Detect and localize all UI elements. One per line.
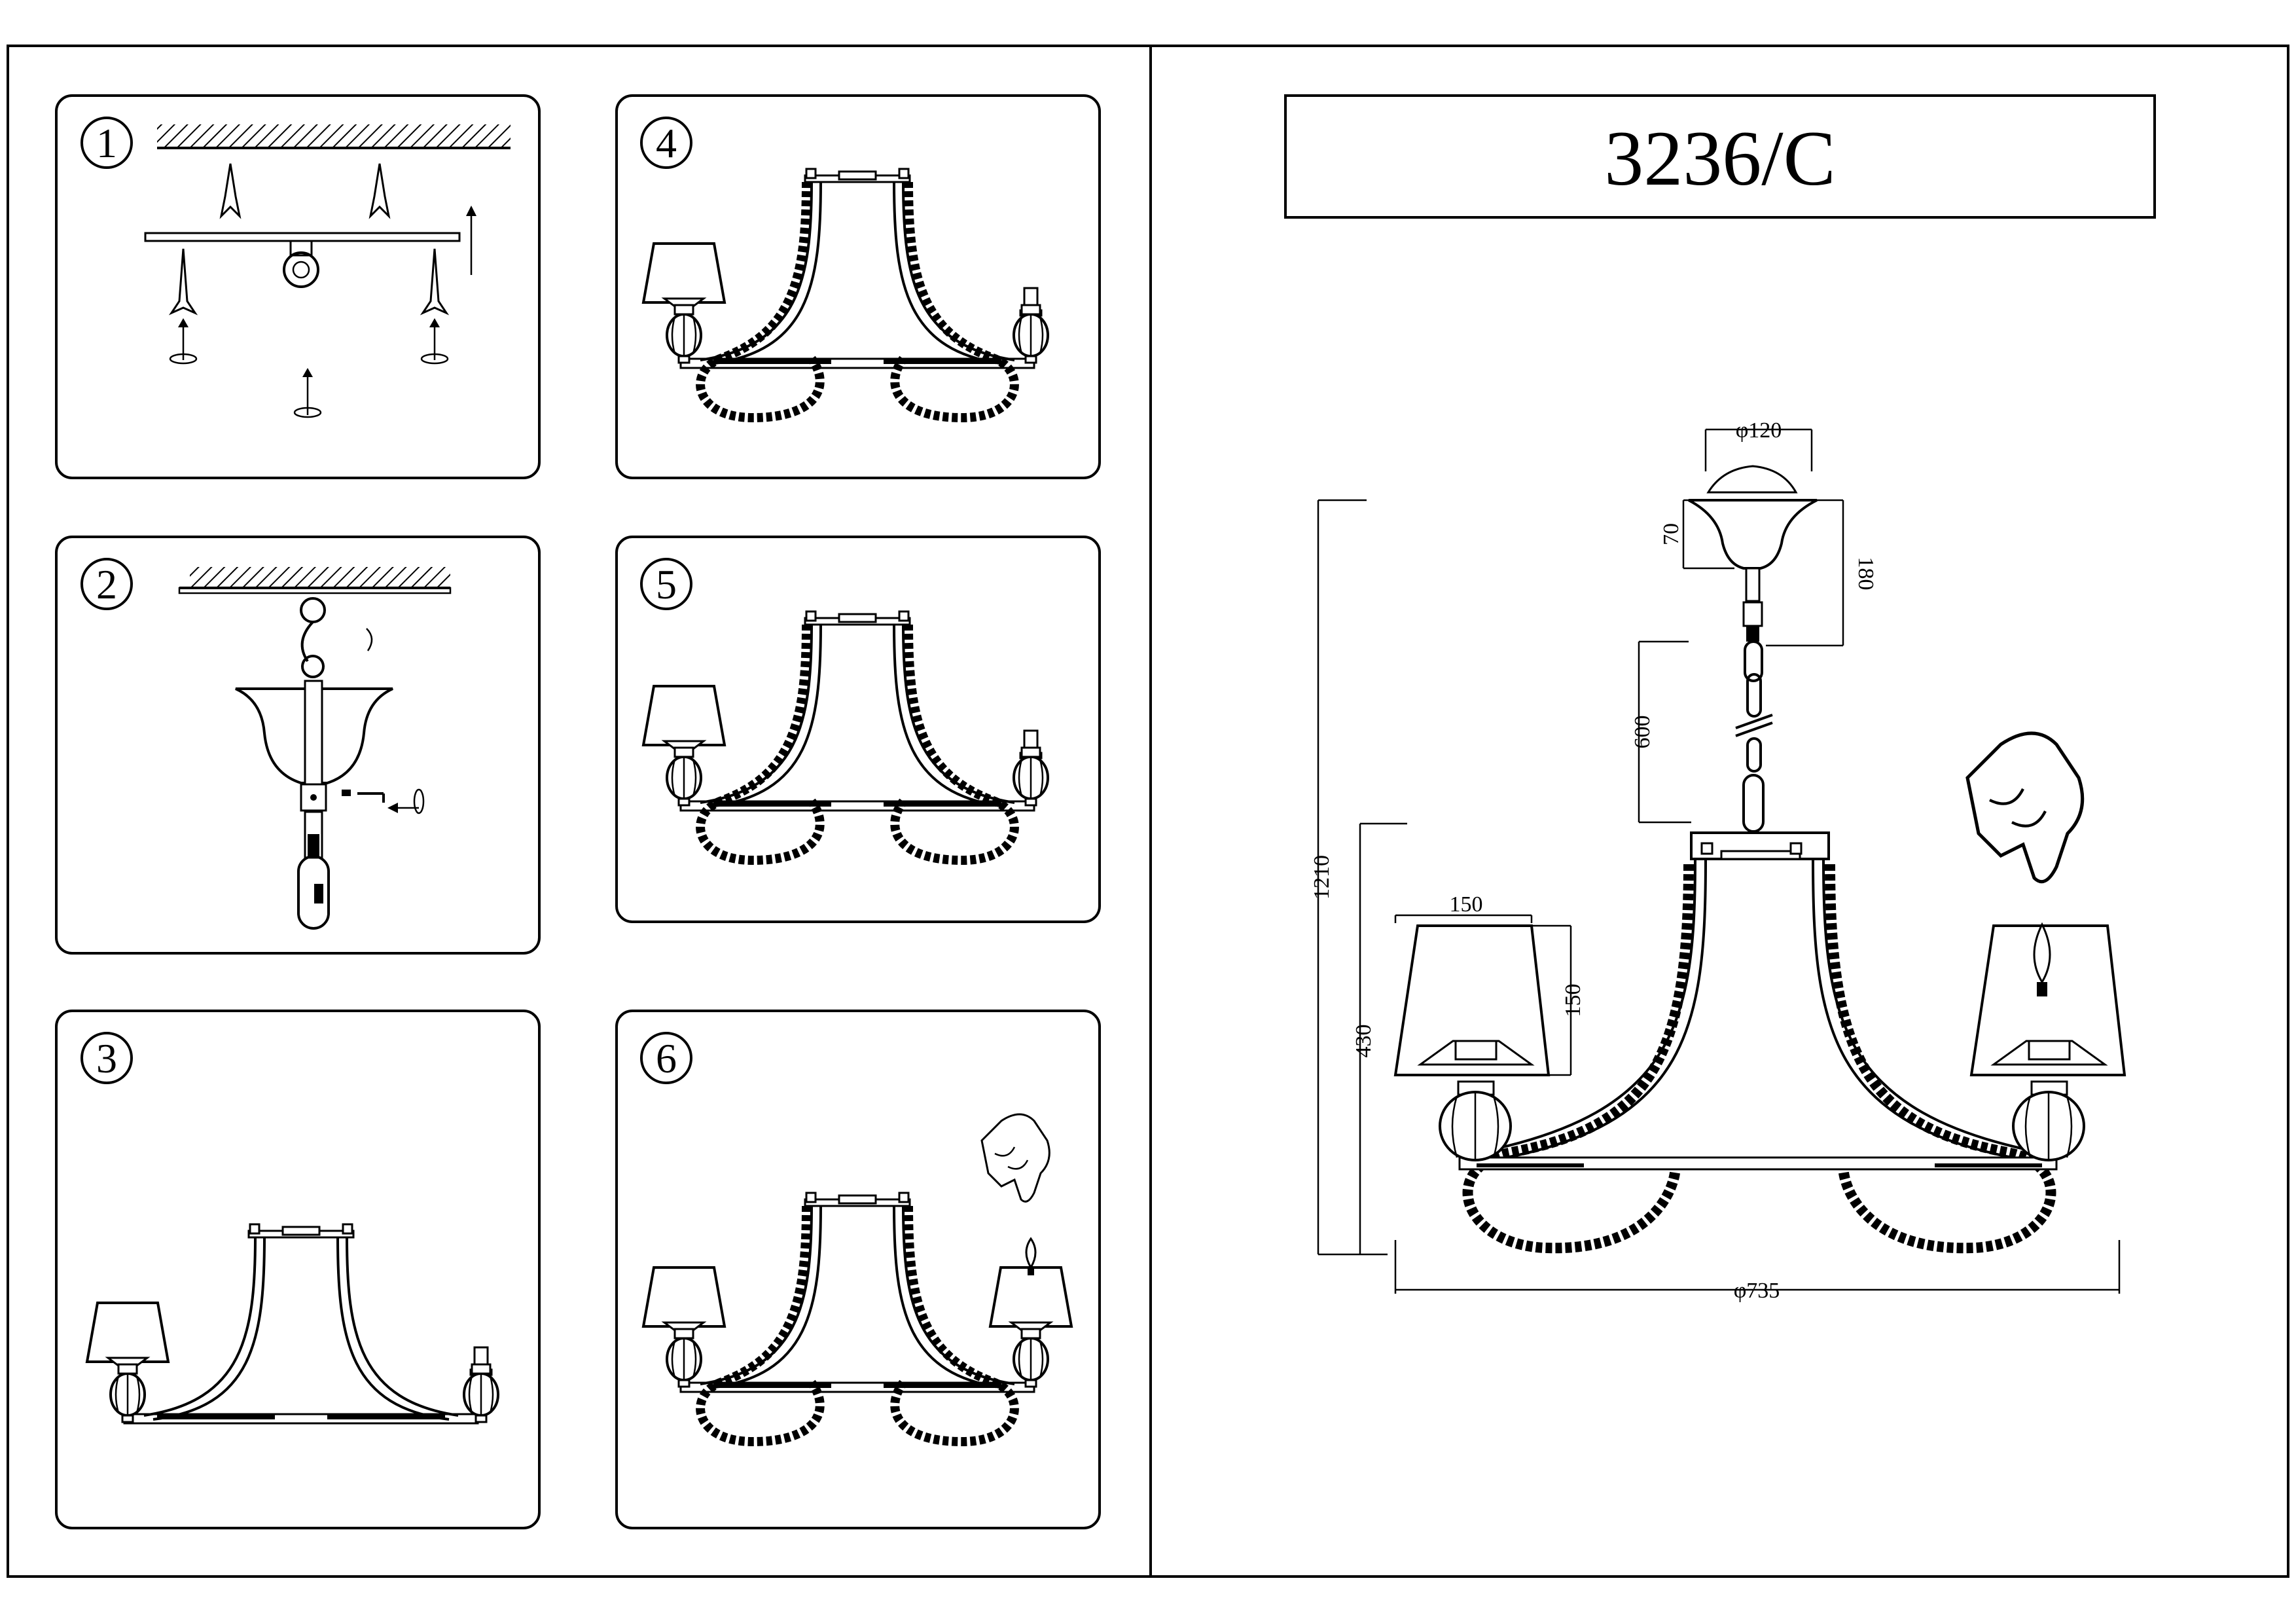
screw-icon <box>219 163 391 219</box>
screw-icon <box>168 248 450 316</box>
step-1-panel: 1 <box>55 94 541 479</box>
step-4-panel: 4 <box>615 94 1101 479</box>
svg-text:150: 150 <box>1561 984 1585 1017</box>
lamp-shade-icon <box>1969 924 2126 1076</box>
step-1-number: 1 <box>96 120 117 166</box>
dim-canopy-height: 70 <box>1659 499 1734 570</box>
dim-body-height: 430 <box>1352 822 1407 1254</box>
chandelier-assembly <box>86 1224 499 1423</box>
svg-text:70: 70 <box>1659 523 1683 545</box>
horizontal-bar <box>1458 1156 2058 1171</box>
dim-total-height: 1210 <box>1310 499 1388 1256</box>
page-border <box>7 45 2289 1578</box>
step-6-panel: 6 <box>615 1010 1101 1529</box>
hook-chain <box>300 597 373 678</box>
chain-link <box>297 811 330 930</box>
dim-canopy-diameter: φ120 <box>1704 418 1813 471</box>
model-number: 3236/C <box>1604 115 1835 202</box>
svg-text:600: 600 <box>1630 716 1655 749</box>
rotate-arrow-icon <box>169 206 476 418</box>
step-2-panel: 2 <box>55 536 541 955</box>
chandelier-assembly <box>642 169 1049 418</box>
dimensioned-drawing: φ120 70 180 600 1210 4 <box>1310 418 2126 1303</box>
top-plate <box>1690 831 1830 860</box>
bulb-icon <box>2033 922 2051 996</box>
right-bead-chain <box>1825 864 2056 1254</box>
right-lamp <box>1967 733 2126 1161</box>
title-box <box>1284 94 2156 219</box>
hand-bulb-icon <box>980 1113 1050 1203</box>
step-3-number: 3 <box>96 1035 117 1082</box>
dim-shade-height: 150 <box>1532 924 1585 1076</box>
dim-chain-length: 600 <box>1630 640 1691 824</box>
rotate-arrow-icon <box>342 788 425 814</box>
svg-text:150: 150 <box>1450 892 1483 917</box>
ceiling-hatch-icon <box>157 124 511 149</box>
left-lamp <box>1393 924 1551 1161</box>
dim-shade-width: 150 <box>1394 892 1533 923</box>
step-5-number: 5 <box>656 561 677 608</box>
svg-text:1210: 1210 <box>1310 855 1334 900</box>
step-4-number: 4 <box>656 120 677 166</box>
svg-text:φ735: φ735 <box>1734 1279 1780 1303</box>
dim-overall-diameter: φ735 <box>1394 1240 2121 1303</box>
step-5-panel: 5 <box>615 536 1101 923</box>
mounting-bar <box>144 232 461 242</box>
dim-canopy-total: 180 <box>1766 499 1878 647</box>
chandelier-assembly <box>642 611 1049 860</box>
step-2-number: 2 <box>96 561 117 608</box>
hand-bulb-icon <box>1967 733 2083 882</box>
chandelier-assembly <box>642 1113 1073 1442</box>
svg-text:430: 430 <box>1352 1025 1376 1058</box>
svg-text:φ120: φ120 <box>1736 418 1782 443</box>
chain <box>1735 567 1773 833</box>
rod <box>304 680 323 787</box>
step-3-panel: 3 <box>55 1010 541 1529</box>
step-1-badge <box>81 117 133 169</box>
bulb-icon <box>1025 1237 1037 1275</box>
canopy <box>1688 465 1818 570</box>
left-bead-chain <box>1462 864 1694 1254</box>
ceiling-hatch-icon <box>178 567 452 594</box>
step-6-number: 6 <box>656 1035 677 1082</box>
svg-text:180: 180 <box>1854 557 1878 591</box>
canopy-hook <box>283 240 319 288</box>
